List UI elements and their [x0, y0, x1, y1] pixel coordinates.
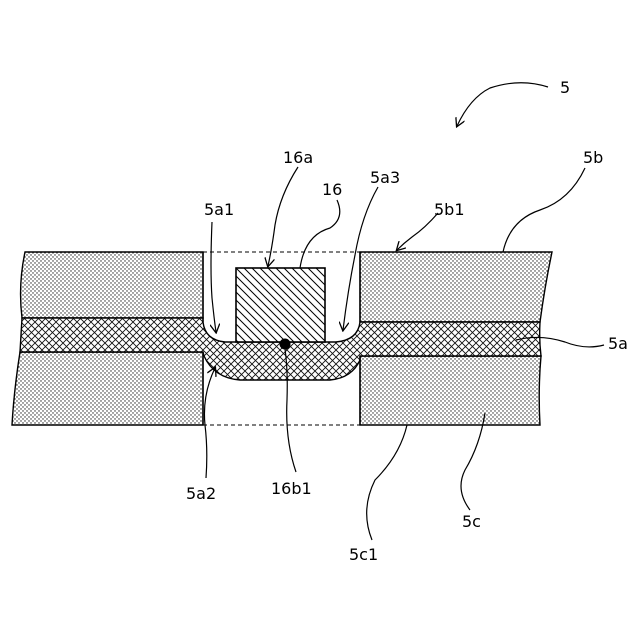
label-5: 5 — [560, 78, 570, 97]
right-upper-layer-5b — [360, 252, 552, 322]
label-5a1: 5a1 — [204, 200, 234, 219]
label-5b: 5b — [583, 148, 603, 167]
right-lower-layer-5c — [360, 356, 541, 425]
left-lower-layer-5c — [12, 352, 203, 425]
label-5c1: 5c1 — [349, 545, 378, 564]
leader-5a2 — [204, 368, 215, 478]
leader-5b1 — [397, 213, 438, 250]
label-5a2: 5a2 — [186, 484, 216, 503]
point-16b1 — [280, 339, 291, 350]
leader-16 — [300, 200, 340, 268]
label-5b1: 5b1 — [434, 200, 465, 219]
label-5a3: 5a3 — [370, 168, 400, 187]
label-16a: 16a — [283, 148, 313, 167]
leader-5c1 — [367, 425, 407, 540]
label-16: 16 — [322, 180, 342, 199]
label-5a: 5a — [608, 334, 628, 353]
element-16 — [236, 268, 325, 342]
leader-5c — [461, 413, 485, 510]
left-upper-layer-5b — [21, 252, 203, 318]
label-16b1: 16b1 — [271, 479, 312, 498]
leader-5 — [457, 83, 548, 126]
leader-5b — [503, 168, 585, 252]
label-5c: 5c — [462, 512, 481, 531]
leader-5a1 — [211, 222, 216, 332]
leader-16a — [268, 167, 298, 266]
